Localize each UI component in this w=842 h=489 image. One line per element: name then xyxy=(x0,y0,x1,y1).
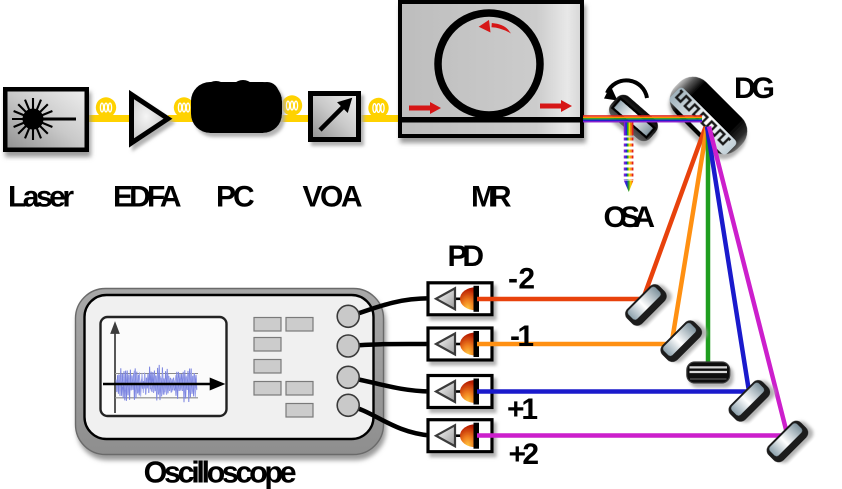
svg-text:EDFA: EDFA xyxy=(113,181,182,214)
svg-text:Oscilloscope: Oscilloscope xyxy=(144,455,297,489)
svg-text:MR: MR xyxy=(471,181,512,214)
svg-text:DG: DG xyxy=(734,72,775,105)
svg-text:OSA: OSA xyxy=(604,201,656,234)
svg-text:-2: -2 xyxy=(508,263,535,296)
svg-text:VOA: VOA xyxy=(303,181,363,214)
svg-text:Laser: Laser xyxy=(8,181,74,214)
svg-text:-1: -1 xyxy=(510,320,534,353)
svg-text:+2: +2 xyxy=(509,438,540,471)
svg-text:PC: PC xyxy=(216,181,255,214)
svg-text:PD: PD xyxy=(448,240,485,273)
svg-text:+1: +1 xyxy=(507,393,538,426)
